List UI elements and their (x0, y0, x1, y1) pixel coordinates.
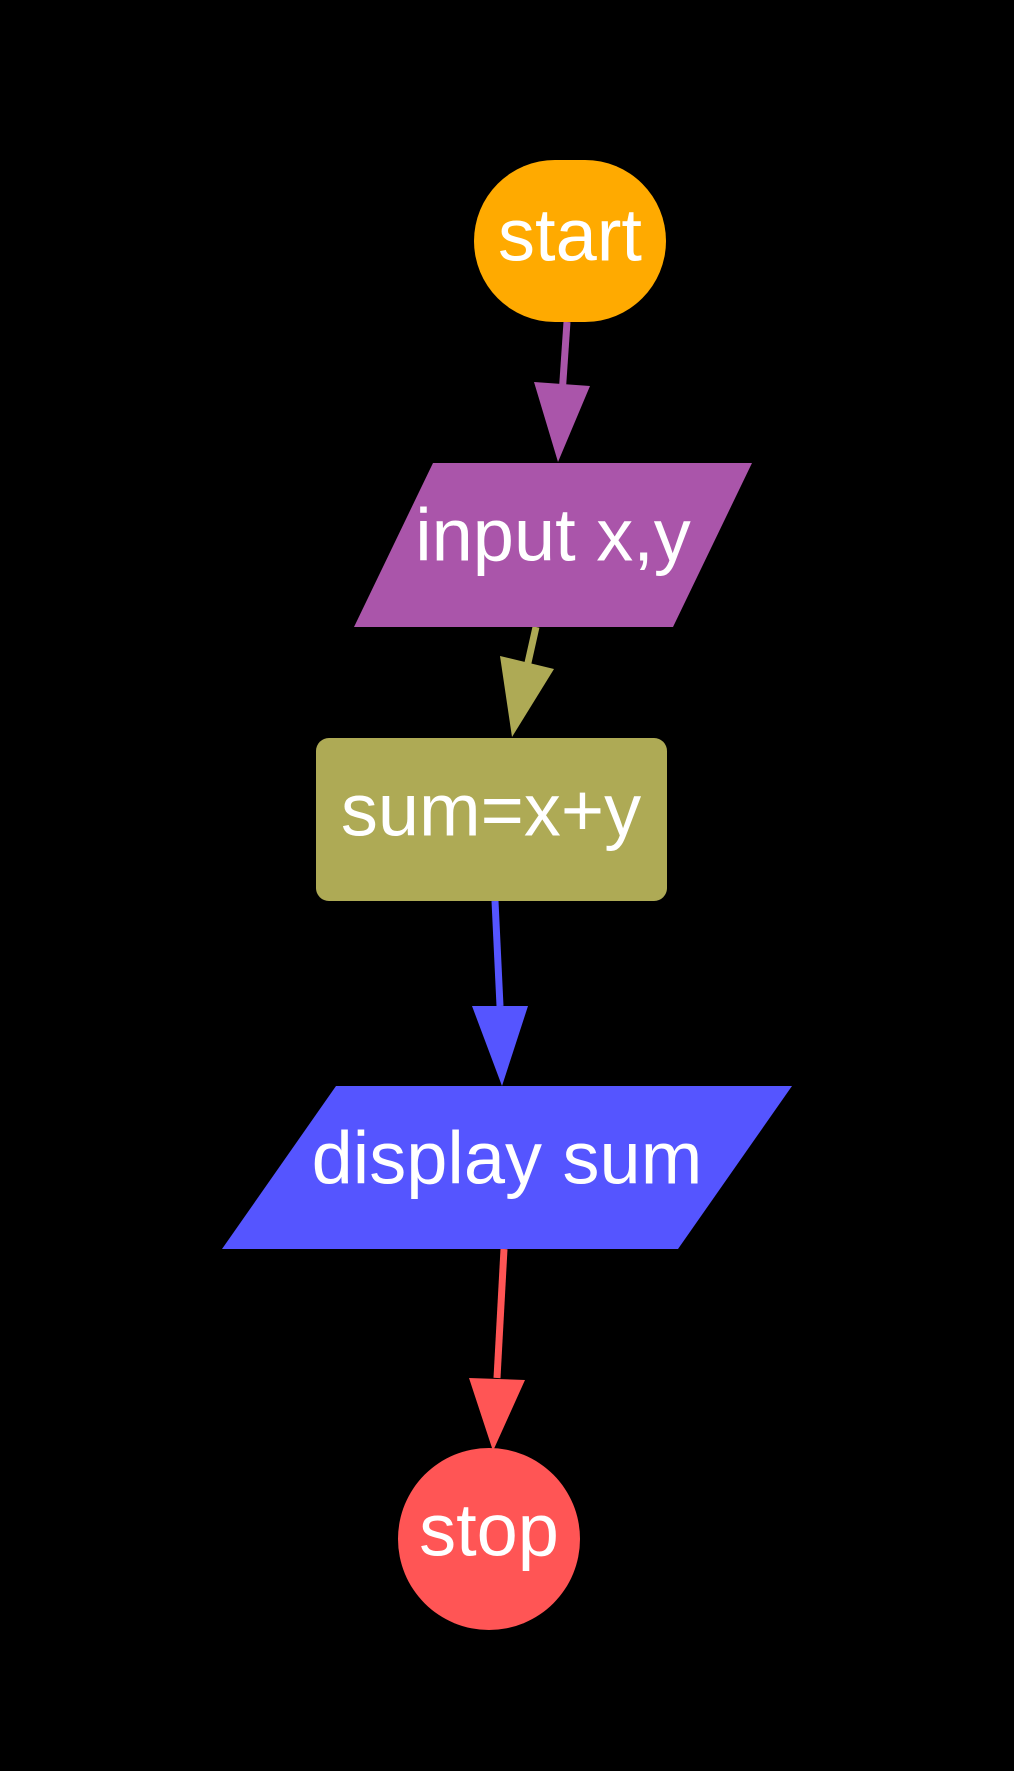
node-stop: stop (398, 1448, 580, 1630)
edge-input-to-process (500, 626, 554, 737)
edge-start-to-input (534, 321, 590, 462)
arrowhead (472, 1006, 528, 1086)
parallelogram-shape (222, 1086, 792, 1249)
arrowhead (469, 1378, 525, 1451)
circle-shape (398, 1448, 580, 1630)
edge-line (491, 900, 504, 1007)
node-label: sum=x+y (341, 769, 641, 852)
node-input: input x,y (354, 463, 752, 627)
arrowhead (500, 656, 554, 737)
edge-output-to-stop (469, 1248, 525, 1451)
node-label: stop (419, 1489, 559, 1572)
edge-process-to-output (472, 900, 528, 1086)
terminator-shape (474, 160, 666, 322)
node-output: display sum (222, 1086, 792, 1249)
parallelogram-shape (354, 463, 752, 627)
node-start: start (474, 160, 666, 322)
node-process: sum=x+y (316, 738, 667, 901)
rounded-rectangle-shape (316, 738, 667, 901)
node-label: start (498, 194, 642, 277)
edge-line (493, 1248, 508, 1379)
arrowhead (534, 382, 590, 462)
node-label: display sum (312, 1117, 703, 1200)
node-label: input x,y (415, 494, 691, 577)
